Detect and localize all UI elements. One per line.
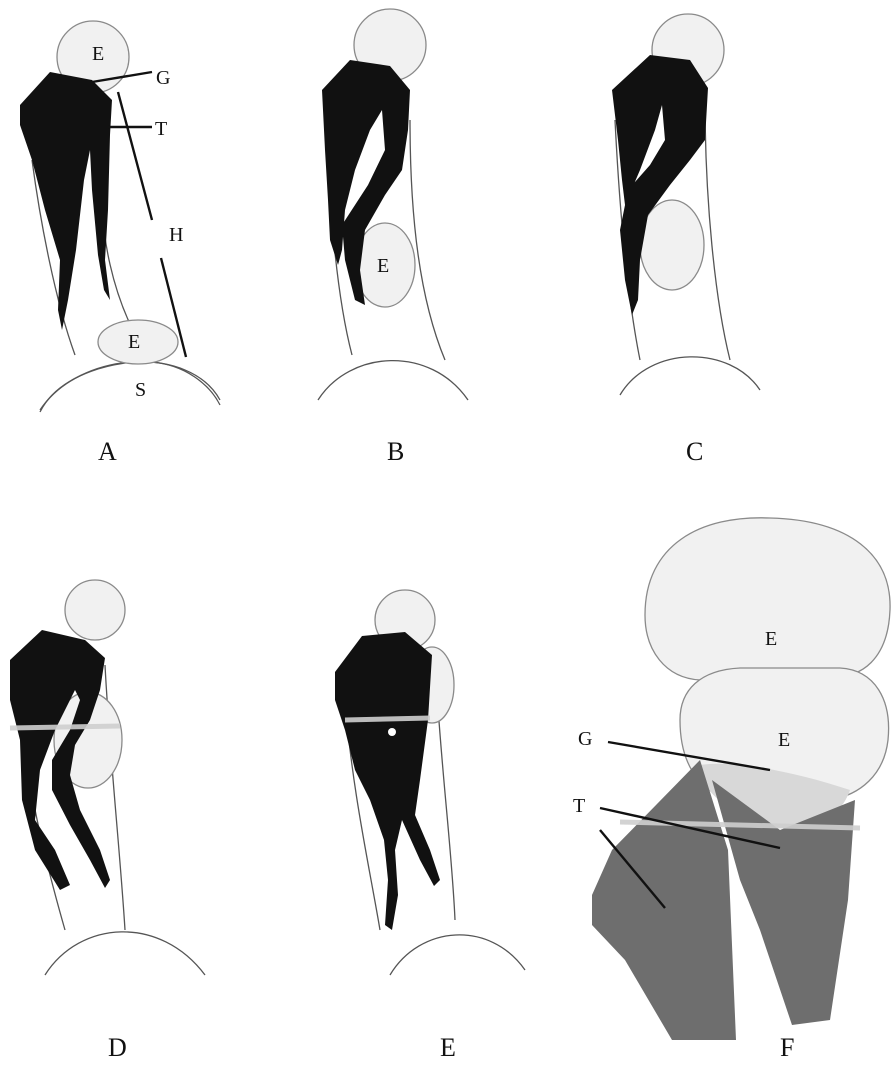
- body-hole: [388, 728, 396, 736]
- label-s: S: [135, 379, 146, 401]
- panel-d: D: [10, 580, 205, 1062]
- egg-mid: [640, 200, 704, 290]
- egg-top: [65, 580, 125, 640]
- panel-f: E E G T F: [573, 518, 890, 1062]
- dark-body: [20, 72, 112, 330]
- label-t: T: [573, 795, 585, 817]
- grey-body-left: [592, 760, 736, 1040]
- panel-b: E B: [318, 9, 468, 466]
- panel-caption: D: [108, 1033, 127, 1062]
- panel-caption: E: [440, 1033, 456, 1062]
- label-e: E: [765, 628, 777, 650]
- egg-large: [645, 518, 890, 680]
- panel-caption: B: [387, 437, 404, 466]
- light-band: [10, 726, 120, 728]
- panel-caption: C: [686, 437, 703, 466]
- label-e: E: [92, 43, 104, 65]
- label-e: E: [778, 729, 790, 751]
- panel-caption: A: [98, 437, 117, 466]
- label-e: E: [128, 331, 140, 353]
- panel-caption: F: [780, 1033, 794, 1062]
- spore-s: [40, 362, 220, 412]
- panel-c: C: [612, 14, 760, 466]
- label-e: E: [377, 255, 389, 277]
- light-band: [345, 718, 430, 720]
- label-g: G: [156, 67, 170, 89]
- label-h: H: [169, 224, 183, 246]
- label-t: T: [155, 118, 167, 140]
- panel-e: E: [335, 590, 525, 1062]
- dark-body: [335, 632, 440, 930]
- panel-a: E G T H E S A: [20, 21, 220, 466]
- label-g: G: [578, 728, 592, 750]
- leader-h-upper: [118, 92, 152, 220]
